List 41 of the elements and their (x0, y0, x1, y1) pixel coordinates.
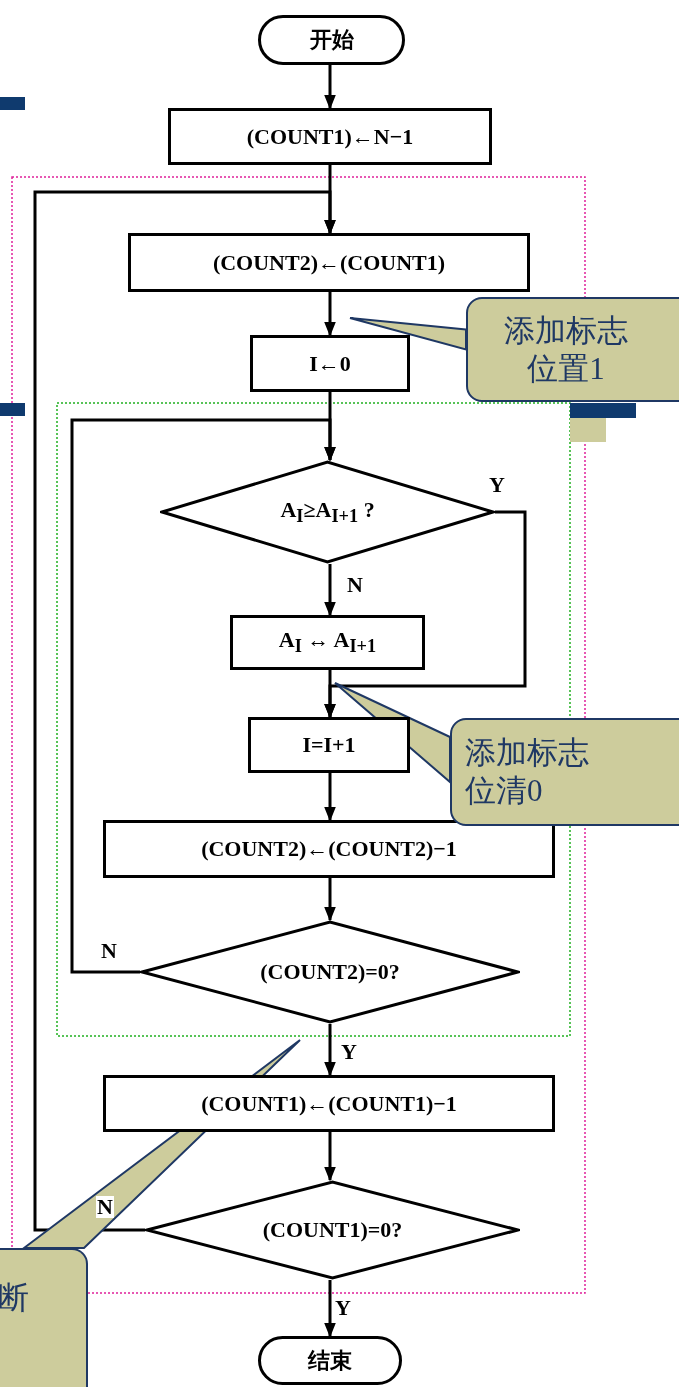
node-text: (COUNT2)←(COUNT1) (212, 249, 446, 276)
arrow (324, 65, 336, 110)
process-box (168, 108, 492, 165)
callout-box (0, 1248, 88, 1387)
node-text: A$_{I}$ ↔ A$_{I+1}$ (278, 627, 377, 658)
callout-box (466, 297, 679, 402)
terminal-box (258, 1336, 402, 1385)
arrow (324, 292, 336, 337)
decision-diamond (140, 920, 520, 1024)
decision-diamond (145, 1180, 520, 1280)
arrow (324, 773, 336, 822)
arrow (324, 564, 336, 617)
node-text: I←0 (309, 350, 351, 377)
node-text: I=I+1 (302, 732, 356, 758)
leader-line (349, 317, 467, 351)
node-text: 结束 (308, 1346, 352, 1375)
node-text: 断 (0, 1279, 30, 1317)
node-text: 添加标志位置1 (503, 311, 629, 388)
node-text: (COUNT2)=0? (260, 959, 400, 985)
process-box (250, 335, 410, 392)
node-text: A$_{I}$≥A$_{I+1}$ ? (280, 496, 375, 528)
process-box (128, 233, 530, 292)
arrow (324, 1280, 336, 1338)
node-text: 开始 (309, 26, 354, 54)
edge-label: N (96, 1196, 114, 1218)
arrow (324, 878, 336, 922)
arrow (324, 1024, 336, 1077)
arrow (324, 670, 336, 719)
process-box (103, 820, 555, 878)
node-text: (COUNT2)←(COUNT2)−1 (201, 836, 457, 862)
terminal-box (258, 15, 405, 65)
node-text: (COUNT1)=0? (262, 1217, 403, 1243)
arrow (70, 418, 336, 974)
process-box (230, 615, 425, 670)
process-box (248, 717, 410, 773)
process-box (103, 1075, 555, 1132)
arrow (33, 190, 336, 1232)
node-text: 添加标志位清0 (465, 734, 590, 810)
node-text: (COUNT1)←N−1 (246, 123, 414, 150)
arrow (324, 1132, 336, 1182)
node-text: (COUNT1)←(COUNT1)−1 (201, 1090, 457, 1117)
